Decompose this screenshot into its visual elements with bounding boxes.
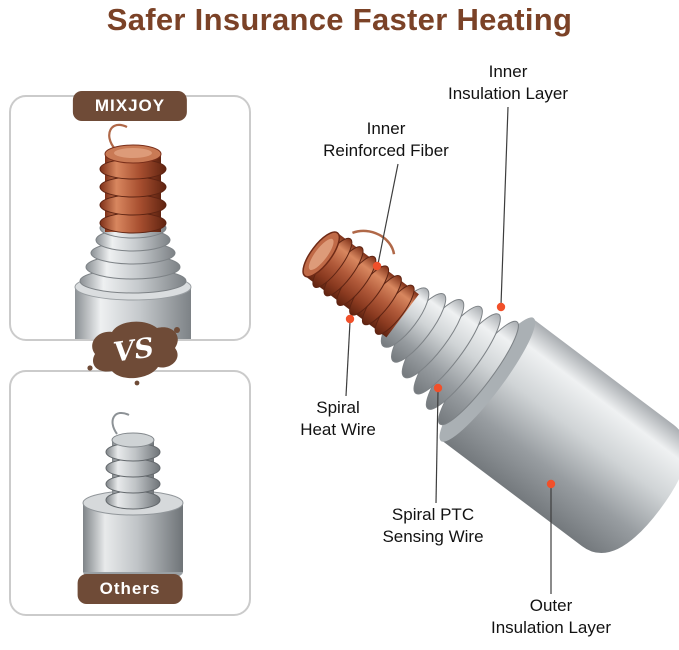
tip-highlight: [308, 238, 334, 271]
callout-inner-reinforced-fiber: Inner Reinforced Fiber: [323, 119, 449, 160]
cap-highlight: [114, 148, 152, 158]
mixjoy-heater-illustration: [74, 123, 192, 339]
others-badge: Others: [77, 574, 183, 604]
gray-coil: [105, 442, 161, 510]
tip-wire: [108, 123, 128, 150]
callout-outer-insulation-layer: Outer Insulation Layer: [490, 596, 612, 637]
callout-spiral-ptc-sensing-wire: Spiral PTC Sensing Wire: [382, 505, 484, 546]
page-title: Safer Insurance Faster Heating: [106, 2, 573, 37]
vs-splash-shape: [87, 321, 180, 386]
callout-lines: [345, 106, 552, 594]
tip-wire: [351, 229, 396, 255]
others-heater-illustration: [82, 412, 184, 583]
tip-wire: [111, 412, 130, 435]
mixjoy-panel: MIXJOY: [9, 91, 251, 341]
vs-label: VS: [111, 331, 156, 369]
callout-dots: [345, 261, 556, 489]
spiral-cone: [380, 287, 519, 426]
spiral-cone: [79, 217, 187, 294]
shaft-cap: [111, 432, 155, 448]
heater-body-group: [302, 229, 679, 554]
vs-splash: VS: [85, 318, 183, 386]
callout-inner-insulation-layer: Inner Insulation Layer: [447, 62, 569, 103]
mixjoy-badge: MIXJOY: [72, 91, 188, 121]
copper-coil: [99, 158, 167, 234]
others-panel: Others: [9, 370, 251, 616]
callout-spiral-heat-wire: Spiral Heat Wire: [300, 398, 376, 439]
